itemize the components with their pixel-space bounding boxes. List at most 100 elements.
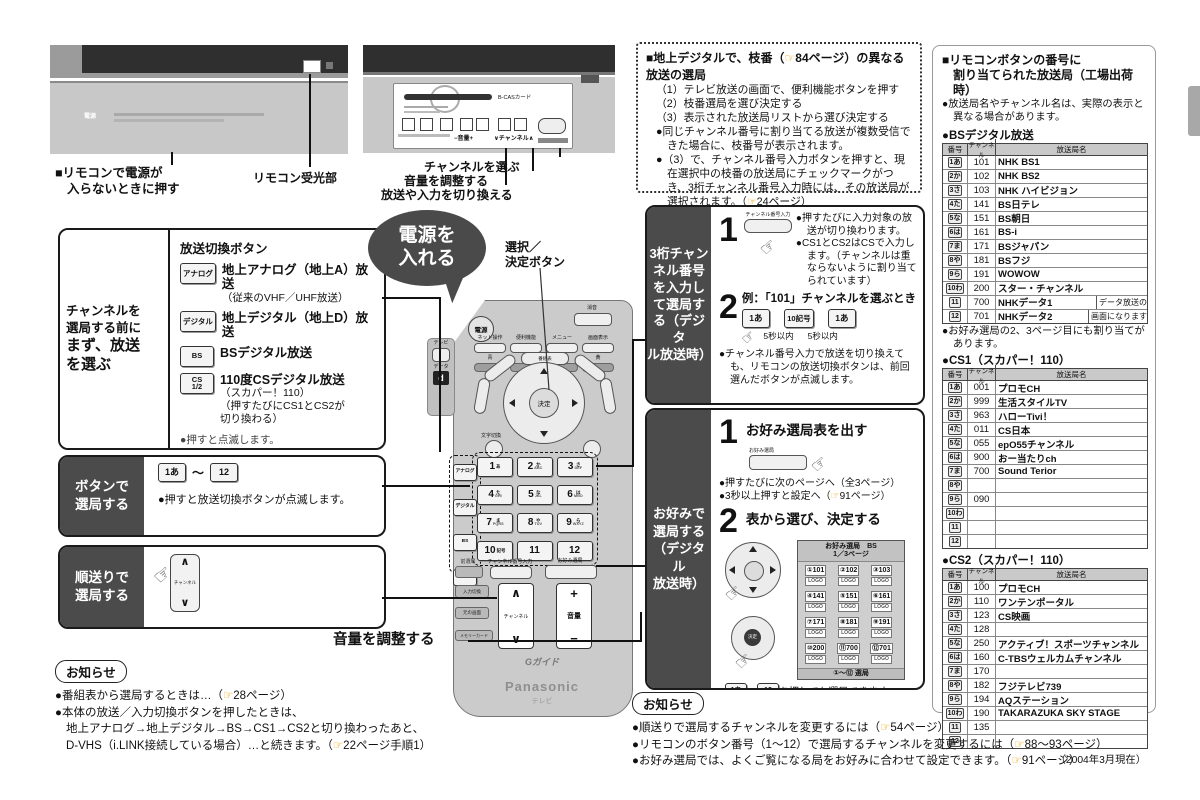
bs-heading: ●BSデジタル放送 [942,129,1034,142]
side-label-top: チャンネルを 選局する前に [66,304,142,336]
branch-step-1: （1）テレビ放送の画面で、便利機能ボタンを押す [656,84,900,96]
branch-step-2: （2）枝番選局を選び決定する [656,98,803,111]
favorite-screen-cell: ⑧181 LOGO [837,616,860,638]
digit-example-title: 例：「101」チャンネルを選ぶとき [741,293,917,305]
table-row: 11 [943,521,1147,536]
table-row: 3さ 103 NHK ハイビジョン [943,183,1147,198]
input-switch-button: 入力切換 [455,585,489,598]
table-row: 2か 110 ワンテンポータル [943,595,1147,610]
number-key: 9 ら WXYZ [557,513,593,533]
tv-channel-keys-label: ∨チャンネル∧ [494,136,534,142]
favorite-screen-cell: ②102 LOGO [837,564,860,586]
number-key: 8 や TUV [517,513,553,533]
table-row: 1あ 001 プロモCH [943,381,1147,396]
bcas-label: B-CASカード [498,95,532,101]
favorite-button [545,565,597,579]
table-row: 7ま 700 Sound Terior [943,465,1147,480]
remote-key-icon: 7ま [947,240,963,252]
remote-key-icon: 1あ [947,582,963,594]
tv-select-channel-label: チャンネルを選ぶ [424,160,520,174]
favorite-screen: お好み選局 BS 1／3ページ ①101 LOGO ②102 [797,539,905,680]
illustration-break [348,40,363,160]
hand-icon: ☞ [755,233,781,260]
branch-bullet-2: ●（3）で、チャンネル番号入力ボタンを押すと、現在選択中の枝番の放送局にチェック… [656,154,910,209]
remote-key-icon: 12 [949,536,961,548]
page-pointer-icon: ☞ [784,51,796,65]
blink-note: ●押すと点滅します。 [180,434,280,447]
broadcast-key: アナログ [453,463,477,481]
remote-key-icon: 8や [947,254,963,266]
table-row: 1あ 100 プロモCH [943,581,1147,596]
remote-volume-rocker: + 音量 − [556,583,592,649]
broadcast-item: BS BSデジタル放送 [180,345,376,367]
remote-function-row: ネット操作 便利機能 メニュー 画面表示 [474,335,614,353]
ch-num-input-key-label: チャンネル番号入力 [745,212,791,218]
page-pointer-icon: ☞ [880,722,891,734]
table-row: 7ま 170 [943,665,1147,680]
notice-title: お知らせ [632,692,704,715]
favorite-key-label: お好み選局 [749,448,775,454]
remote-function-button: メニュー [546,335,578,353]
remote-function-button: ネット操作 [474,335,506,353]
char-switch-label: 文字切換 [480,433,501,439]
number-key: 12 [557,541,593,561]
digit-bullet-1: ●押すたびに入力対象の放送が切り換わります。 [795,213,912,237]
broadcast-item: アナログ 地上アナログ（地上A）放送 （従来のVHF／UHF放送） [180,263,376,305]
key-1-icon: 1あ [827,309,856,328]
remote-key-icon: 3さ [947,610,963,622]
digit-bullet-2: ●CS1とCS2はCSで入力します。（チャンネルは重ならないように割り当てられて… [795,238,917,287]
table-row: 2か 999 生活スタイルTV [943,395,1147,410]
favorite-bullet-1: ●押すたびに次のページへ（全3ページ） [719,477,901,489]
remote-tv-button [432,347,450,362]
page-pointer-icon: ☞ [222,690,234,702]
ch-num-input-label: チャンネル番号入力 [487,559,533,565]
remote-function-button: 画面表示 [582,335,614,353]
table-row: 7ま 171 BSジャパン [943,239,1147,254]
favorite-step2-title: 表から選び、決定する [745,511,881,527]
remote-sensor [303,60,321,73]
key-1-icon: 1あ [158,463,186,482]
tv-panel-right: B-CASカード −音量+ ∨チャンネル∧ [363,45,615,155]
branch-box-title: ■地上デジタルで、枝番（☞84ページ）の異なる放送の選局 [646,51,905,82]
branch-bullet-1: ●同じチャンネル番号に割り当てる放送が複数受信できた場合に、枝番号が表示されます… [656,126,911,153]
remote-key-icon: 8や [947,480,963,492]
remote-key-icon: 10わ [945,708,965,720]
number-key: 6 は MNO [557,485,593,505]
remote-key-icon: 4た [947,624,963,636]
favorite-screen-footer: ①～⑫ 選局 [798,667,904,679]
remote-key-icon: 7ま [947,466,963,478]
remote-key-icon: 5な [947,638,963,650]
table-row: 2か 102 NHK BS2 [943,169,1147,184]
remote-key-icon: 11 [949,296,961,308]
remote-key-icon: 12 [949,310,961,322]
remote-key-icon: 3さ [947,184,963,196]
remote-key-icon: 5な [947,212,963,224]
favorite-step1-title: お好み選局表を出す [745,423,868,438]
table-row: 4た 011 CS日本 [943,423,1147,438]
key-1-icon: 1あ [741,309,770,328]
notice-right: お知らせ ●順送りで選局するチャンネルを変更するには（☞54ページ） ●リモコン… [632,692,1172,770]
page-pointer-icon: ☞ [746,196,757,209]
table-row: 5な 151 BS朝日 [943,211,1147,226]
remote-key-icon: 2か [947,596,963,608]
digit-bottom-note: ●チャンネル番号入力で放送を切り換えても、リモコンの放送切換ボタンは、前回選んだ… [719,349,910,386]
timing-label-1: 5秒以内 [763,331,794,341]
page-pointer-icon: ☞ [1014,738,1025,751]
number-key: 1 あ [477,457,513,477]
favorite-bullet-2: ●3秒以上押すと設定へ（☞91ページ） [719,490,891,502]
remote-key-icon: 10わ [945,508,965,520]
page-pointer-icon: ☞ [332,740,344,753]
prev-select-label: 前選局 [460,559,476,565]
table-row: 10わ [943,507,1147,522]
favorite-screen-cell: ①101 LOGO [804,564,827,586]
timing-label-2: 5秒以内 [807,331,838,341]
table-row: 12 [943,735,1147,749]
sequential-select-box: 順送りで 選局する ∧ チャンネル ∨ ☞ [58,545,386,629]
remote-key-icon: 9ら [947,268,963,280]
hand-icon: ☞ [806,450,833,477]
remote-key-icon: 11 [949,722,961,734]
remote-key-icon: 12 [949,736,961,748]
favorite-screen-cell: ③103 LOGO [870,564,893,586]
prev-select-button [455,566,483,578]
remote-key-icon: 6は [947,452,963,464]
